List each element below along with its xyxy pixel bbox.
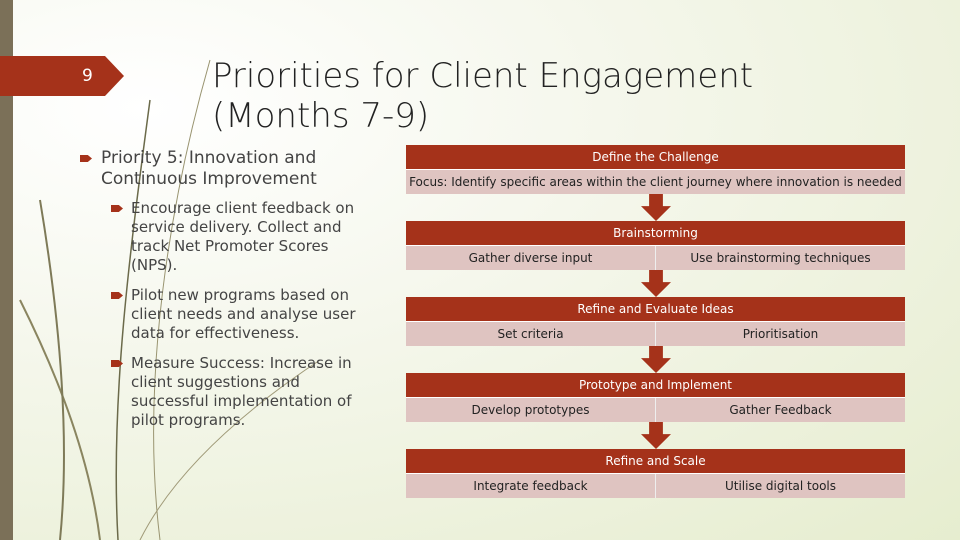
stage-cell: Use brainstorming techniques: [655, 246, 905, 270]
stage-cell: Focus: Identify specific areas within th…: [409, 175, 902, 189]
stage-cell: Gather diverse input: [468, 251, 593, 265]
stage-header: Prototype and Implement: [406, 373, 905, 398]
slide-title: Priorities for Client Engagement (Months…: [212, 56, 753, 136]
bullet-arrow-icon: [111, 292, 123, 299]
bullet-text: Pilot new programs based on client needs…: [131, 286, 356, 342]
stage-header: Refine and Scale: [406, 449, 905, 474]
down-arrow-icon: [641, 194, 671, 221]
left-strip: [0, 0, 13, 540]
bullet-arrow-icon: [111, 205, 123, 212]
bullet-text: Measure Success: Increase in client sugg…: [131, 354, 352, 429]
flow-stage: Brainstorming Gather diverse input Use br…: [406, 221, 905, 297]
stage-header: Define the Challenge: [406, 145, 905, 170]
down-arrow-icon: [641, 346, 671, 373]
down-arrow-icon: [641, 422, 671, 449]
bullet-main: Priority 5: Innovation and Continuous Im…: [80, 148, 370, 190]
title-line-1: Priorities for Client Engagement: [212, 56, 754, 96]
slide-number: 9: [82, 66, 93, 86]
grass-decoration: [19, 59, 321, 540]
bullet-arrow-icon: [80, 155, 92, 162]
flow-stage: Define the Challenge Focus: Identify spe…: [406, 145, 905, 221]
stage-cell: Prioritisation: [655, 322, 905, 346]
bullet-sub: Encourage client feedback on service del…: [80, 199, 370, 275]
stage-cell: Develop prototypes: [471, 403, 590, 417]
bullet-list: Priority 5: Innovation and Continuous Im…: [80, 148, 370, 441]
stage-cell: Set criteria: [497, 327, 564, 341]
stage-header: Brainstorming: [406, 221, 905, 246]
bullet-sub: Measure Success: Increase in client sugg…: [80, 354, 370, 430]
title-line-2: (Months 7-9): [212, 96, 430, 136]
slide-number-badge: 9: [0, 56, 124, 96]
process-flow: Define the Challenge Focus: Identify spe…: [406, 145, 905, 525]
flow-stage: Refine and Evaluate Ideas Set criteria Pr…: [406, 297, 905, 373]
bullet-text: Priority 5: Innovation and Continuous Im…: [101, 148, 317, 189]
bullet-sub: Pilot new programs based on client needs…: [80, 286, 370, 343]
stage-cell: Integrate feedback: [473, 479, 588, 493]
flow-stage: Refine and Scale Integrate feedback Utili…: [406, 449, 905, 498]
stage-header: Refine and Evaluate Ideas: [406, 297, 905, 322]
flow-stage: Prototype and Implement Develop prototyp…: [406, 373, 905, 449]
stage-cell: Utilise digital tools: [655, 474, 905, 498]
stage-cell: Gather Feedback: [655, 398, 905, 422]
bullet-text: Encourage client feedback on service del…: [131, 199, 355, 274]
down-arrow-icon: [641, 270, 671, 297]
bullet-arrow-icon: [111, 360, 123, 367]
